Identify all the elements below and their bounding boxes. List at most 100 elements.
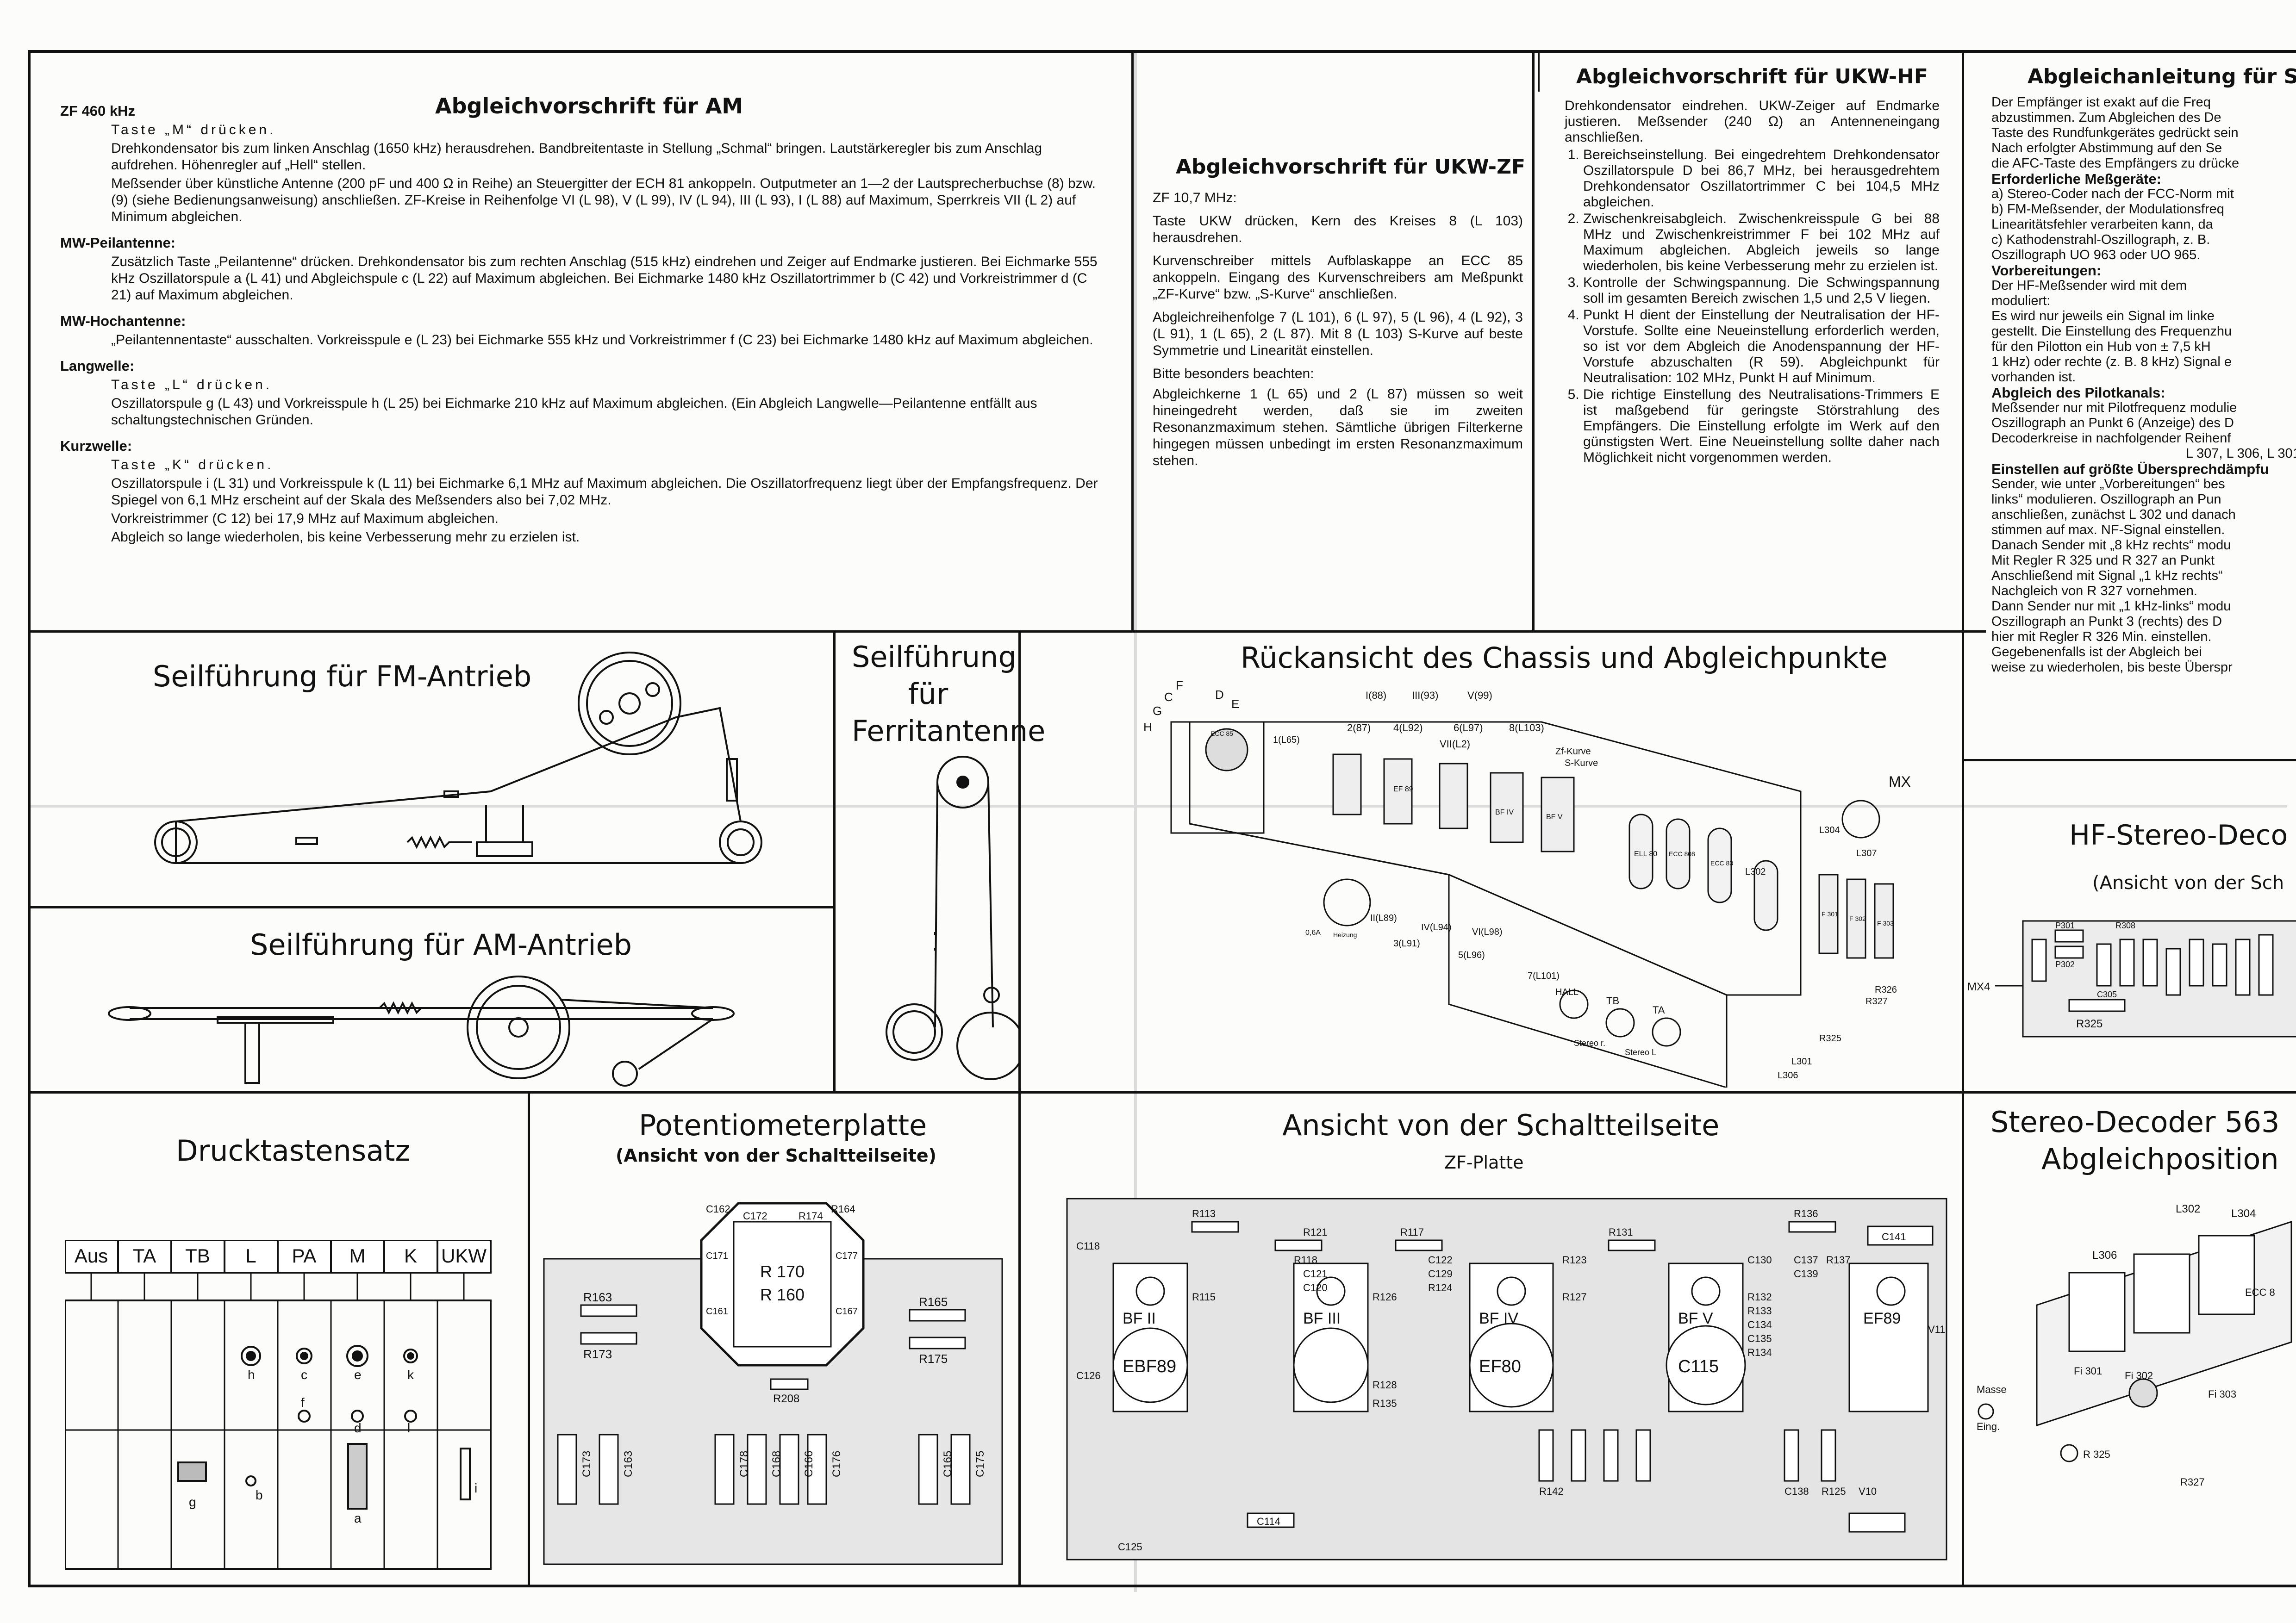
zf-label: R125: [1822, 1486, 1846, 1497]
druck-letter: i: [474, 1481, 477, 1495]
stereo-line: Oszillograph UO 963 oder UO 965.: [1991, 248, 2201, 262]
ukw-hf-step: Kontrolle der Schwingspannung. Die Schwi…: [1583, 275, 1940, 306]
chassis-label: 8(L103): [1509, 722, 1544, 734]
zf-label: C120: [1303, 1282, 1328, 1293]
divider: [28, 906, 833, 908]
fm-drive-diagram: [154, 652, 762, 864]
chassis-label: EF 89: [1393, 785, 1413, 793]
zf-label: EF89: [1863, 1310, 1901, 1327]
chassis-label: Stereo r.: [1574, 1038, 1605, 1048]
key-k[interactable]: K: [404, 1245, 417, 1267]
poti-label: C166: [803, 1451, 815, 1477]
chassis-label: 3(L91): [1393, 939, 1420, 949]
decoder-label: L302: [2176, 1203, 2200, 1215]
hf-label: P301: [2055, 921, 2075, 930]
stereo-line: gestellt. Die Einstellung des Frequenzhu: [1991, 324, 2232, 339]
stereo-line: stimmen auf max. NF-Signal einstellen.: [1991, 522, 2225, 537]
ukw-hf-step: Die richtige Einstellung des Neutralisat…: [1583, 387, 1940, 466]
zf-label: R134: [1747, 1347, 1772, 1358]
stereo-line: moduliert:: [1991, 293, 2051, 308]
chassis-label: D: [1215, 688, 1224, 702]
hf-stereo-diagram: MX4 R325 P301 P302 R308 C305: [1967, 920, 2296, 1038]
key-m[interactable]: M: [349, 1245, 366, 1267]
hf-label: R308: [2115, 921, 2135, 930]
druck-diagram: Aus TA TB L PA M K UKW h c e k f d l: [65, 1240, 492, 1570]
poti-label: C163: [622, 1451, 635, 1477]
ferrit-diagram: [886, 756, 1018, 1080]
zf-label: R127: [1562, 1291, 1587, 1303]
chassis-label: 1(L65): [1273, 735, 1300, 745]
kw-line: Abgleich so lange wiederholen, bis keine…: [111, 529, 580, 545]
stereo-line: Gegebenenfalls ist der Abgleich bei: [1991, 645, 2202, 659]
zf-label: R142: [1539, 1486, 1564, 1497]
key-ta[interactable]: TA: [133, 1245, 156, 1267]
stereo-line: Oszillograph an Punkt 6 (Anzeige) des D: [1991, 416, 2234, 430]
stereo-line: Linearitätsfehler verarbeiten kann, da: [1991, 217, 2213, 232]
stereo-line: 1 kHz) oder rechte (z. B. 8 kHz) Signal …: [1991, 354, 2232, 369]
poti-label: R163: [583, 1290, 612, 1304]
divider: [1962, 50, 1964, 1586]
key-row: [65, 1240, 492, 1274]
am-drive-diagram: [108, 976, 735, 1087]
chassis-label: L302: [1745, 867, 1766, 877]
hf-label: MX4: [1967, 981, 1990, 993]
chassis-label: E: [1231, 697, 1239, 711]
stereo-line: Dann Sender nur mit „1 kHz-links“ modu: [1991, 599, 2231, 614]
ukw-hf-steps: Bereichseinstellung. Bei eingedrehtem Dr…: [1565, 147, 1940, 466]
zf-label: EF80: [1479, 1357, 1521, 1376]
chassis-label: 6(L97): [1454, 722, 1483, 734]
chassis-label: F 301: [1822, 910, 1838, 918]
frame-top: [28, 50, 2296, 53]
druck-letter: k: [407, 1368, 414, 1382]
decoder-diagram: L302 L304 L306 Masse Eing. Fi 301 Fi 302…: [1977, 1203, 2292, 1488]
zf-label: V11: [1928, 1324, 1946, 1335]
chassis-label: L301: [1791, 1057, 1812, 1067]
ukw-zf-para: ZF 10,7 MHz:: [1153, 190, 1237, 205]
stereo-line: Der Empfänger ist exakt auf die Freq: [1991, 95, 2211, 110]
druck-letter: h: [248, 1368, 255, 1382]
chassis-label: 4(L92): [1393, 722, 1423, 734]
chassis-label: VII(L2): [1440, 738, 1470, 750]
ukw-zf-para: Abgleichreihenfolge 7 (L 101), 6 (L 97),…: [1153, 310, 1523, 358]
key-pa[interactable]: PA: [292, 1245, 317, 1267]
zf-label: C134: [1747, 1319, 1772, 1331]
stereo-line: Der HF-Meßsender wird mit dem: [1991, 278, 2187, 293]
kw-line: Oszillatorspule i (L 31) und Vorkreisspu…: [111, 476, 1098, 508]
chassis-label: F 303: [1877, 920, 1894, 927]
chassis-label: R325: [1819, 1033, 1841, 1044]
hf-stereo-title: HF-Stereo-Deco: [2069, 819, 2288, 852]
chassis-label: ECC 85: [1210, 730, 1233, 737]
chassis-label: Heizung: [1333, 931, 1357, 939]
key-tb[interactable]: TB: [185, 1245, 210, 1267]
chassis-label: L307: [1856, 848, 1877, 858]
ukw-hf-step: Punkt H dient der Einstellung der Neutra…: [1583, 307, 1940, 386]
stereo-pilot-label: Abgleich des Pilotkanals:: [1991, 385, 2165, 401]
am-zf-line: Meßsender über künstliche Antenne (200 p…: [111, 176, 1096, 224]
chassis-title: Rückansicht des Chassis und Abgleichpunk…: [1241, 641, 1888, 675]
ukw-zf-para: Kurvenschreiber mittels Aufblaskappe an …: [1153, 253, 1523, 302]
stereo-line: Es wird nur jeweils ein Signal im linke: [1991, 309, 2215, 323]
divider: [833, 630, 836, 1093]
poti-label: C171: [706, 1251, 728, 1261]
poti-label: C161: [706, 1306, 728, 1317]
ferrit-title-line: Seilführung: [852, 640, 1017, 674]
poti-label: C168: [770, 1451, 783, 1477]
divider: [1962, 759, 2296, 761]
fm-drive-title: Seilführung für FM-Antrieb: [153, 659, 532, 693]
stereo-line: anschließen, zunächst L 302 und danach: [1991, 507, 2236, 522]
chassis-label: BF IV: [1495, 808, 1514, 816]
chassis-label: I(88): [1366, 690, 1386, 701]
divider: [1018, 630, 1021, 1093]
key-l[interactable]: L: [245, 1245, 256, 1267]
chassis-label: R327: [1866, 996, 1888, 1007]
key-ukw[interactable]: UKW: [441, 1245, 487, 1267]
decoder-title-line: Abgleichposition: [2041, 1142, 2279, 1176]
decoder-label: Fi 303: [2208, 1388, 2236, 1400]
divider: [1131, 50, 1134, 632]
druck-letter: a: [354, 1511, 362, 1525]
druck-letter: e: [354, 1368, 362, 1382]
stereo-ueber-label: Einstellen auf größte Übersprechdämpfu: [1991, 461, 2269, 477]
key-aus[interactable]: Aus: [75, 1245, 108, 1267]
stereo-line: vorhanden ist.: [1991, 370, 2076, 385]
